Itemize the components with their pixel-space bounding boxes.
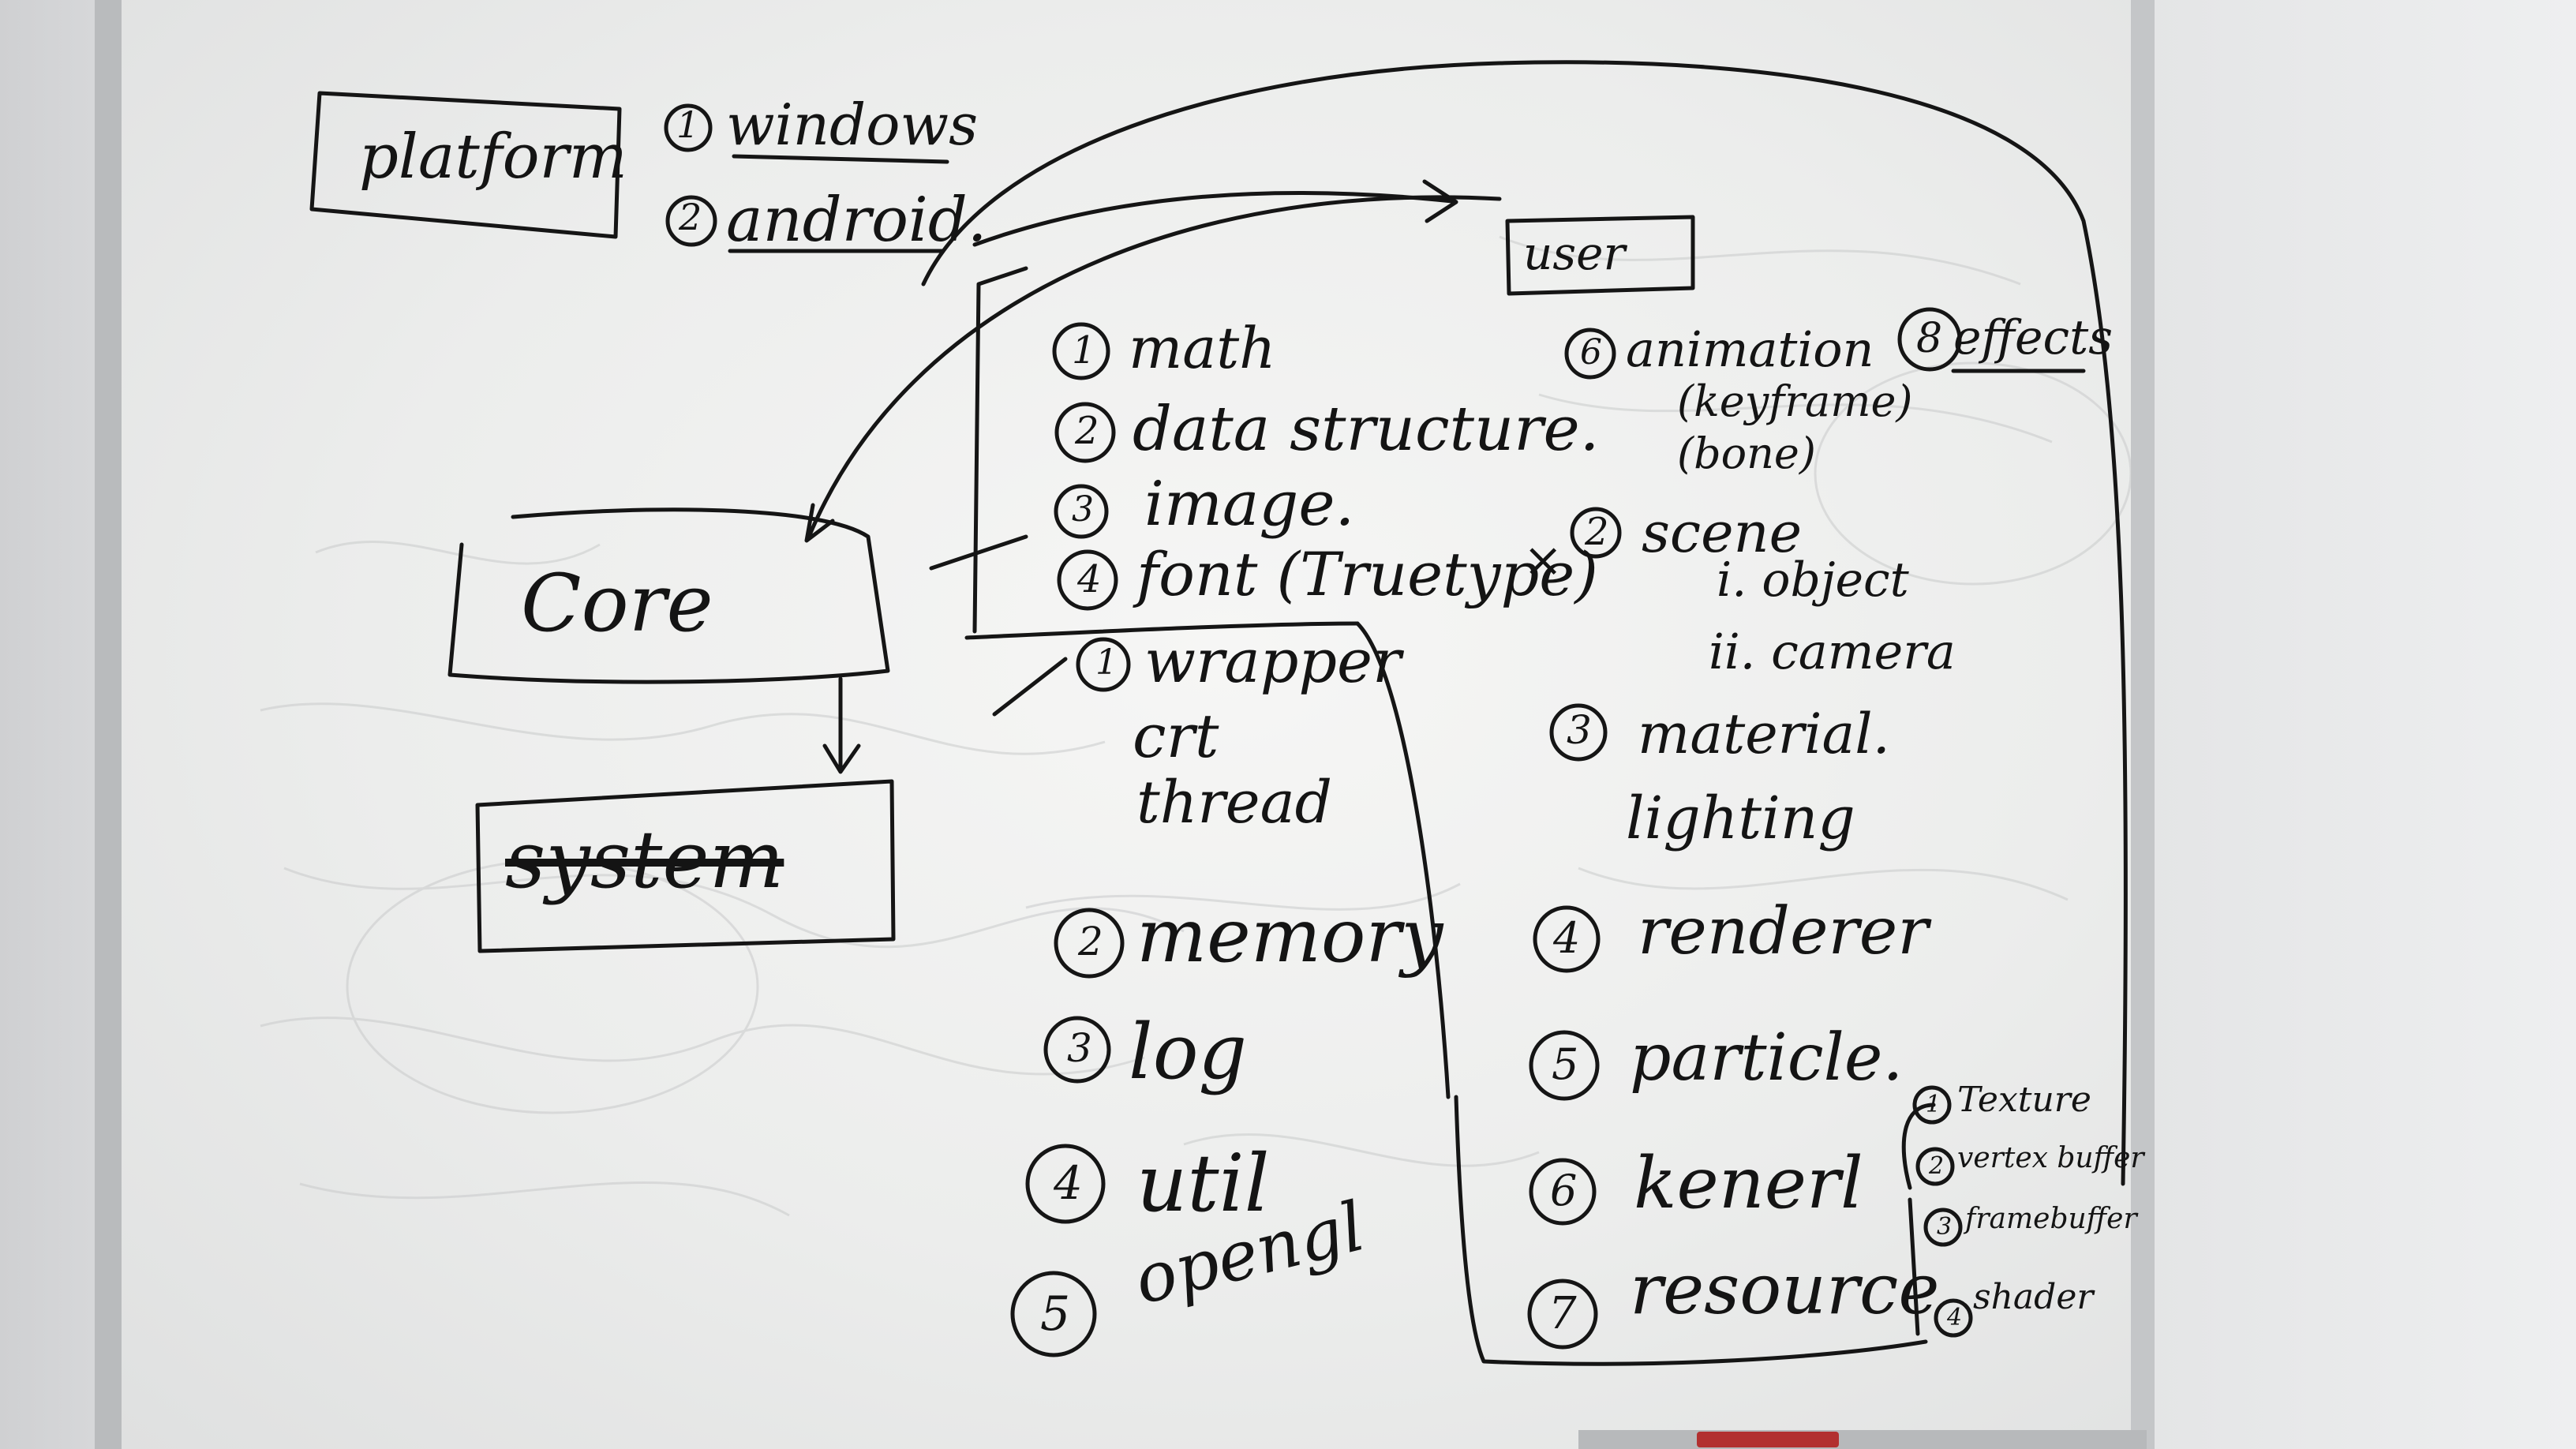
platform-item-2-label: android. [726,185,987,256]
user-item-animation-label: animation [1626,320,1874,378]
resource-sub-2-label: vertex buffer [1957,1142,2144,1174]
user-item-effects-num: 8 [1916,315,1943,362]
animation-sub-bone: (bone) [1677,429,1816,478]
resource-sub-1-label: Texture [1957,1080,2091,1120]
core-item-2-num: 2 [1075,409,1099,453]
platform-item-1-num: 1 [676,103,700,146]
system-item-1-num: 1 [1095,642,1118,683]
core-item-4-label: font (Truetype) [1136,539,1598,609]
platform-box [309,91,622,239]
core-to-system-arrow [822,676,861,774]
user-label: user [1523,227,1626,280]
core-item-3-num: 3 [1072,489,1094,530]
system-list-bracket [992,657,1068,717]
user-item-effects-label: effects [1953,310,2114,365]
user-item-7-num: 7 [1548,1288,1577,1339]
user-item-7-label: resource [1630,1249,1940,1330]
core-item-4-num: 4 [1077,557,1102,601]
resource-sub-2-num: 2 [1929,1152,1945,1180]
scene-sub-camera: ii. camera [1709,623,1956,680]
resource-sub-4-num: 4 [1947,1304,1963,1331]
user-item-scene-label: scene [1642,500,1803,565]
user-item-6-num: 6 [1550,1166,1578,1215]
core-item-1-label: math [1129,315,1276,381]
user-item-material-num: 3 [1567,707,1592,753]
system-item-2-label: memory [1136,893,1443,979]
core-item-1-num: 1 [1072,328,1096,373]
user-box [1505,215,1695,296]
wall-right [2147,0,2576,1449]
user-item-6-label: kenerl [1634,1142,1863,1225]
system-item-4-num: 4 [1054,1156,1083,1210]
user-region-frame [1454,1095,1928,1366]
user-item-scene-num: 2 [1585,510,1609,554]
core-item-3-label: image. [1144,469,1355,540]
red-marker [1697,1432,1839,1447]
system-sub-crt: crt [1133,701,1219,771]
platform-item-1-label: windows [726,92,979,158]
system-item-3-label: log [1129,1008,1247,1096]
user-item-5-label: particle. [1630,1020,1904,1095]
user-item-4-label: renderer [1638,894,1929,969]
arrow-to-user [972,179,1458,247]
animation-sub-keyframe: (keyframe) [1677,376,1913,426]
user-item-4-num: 4 [1553,913,1581,963]
user-item-material-label: material. [1638,702,1890,766]
resource-sub-1-num: 1 [1926,1091,1941,1118]
scene-sub-object: i. object [1717,552,1909,608]
material-sub-lighting: lighting [1626,784,1855,852]
system-item-1-label: wrapper [1144,626,1402,696]
system-item-2-num: 2 [1078,919,1103,964]
user-item-animation-num: 6 [1580,332,1602,373]
system-label: system [505,814,784,906]
core-box [447,507,890,684]
system-sub-thread: thread [1136,769,1333,837]
board-tray [1578,1430,2147,1449]
system-box [475,779,896,953]
user-item-5-num: 5 [1552,1039,1579,1089]
core-label: Core [521,557,713,650]
arrow-to-core [804,195,1502,543]
system-item-5-num: 5 [1040,1286,1071,1342]
system-item-4-label: util [1136,1137,1270,1230]
outer-loop [921,60,2128,1186]
whiteboard [95,0,2155,1449]
platform-title: platform [359,122,627,193]
resource-sub-4-label: shader [1973,1277,2094,1317]
cross-mark: × [1523,533,1563,588]
resource-sub-3-label: framebuffer [1965,1203,2137,1235]
platform-item-2-num: 2 [679,196,702,238]
core-list-bracket [972,266,1028,634]
resource-sub-3-num: 3 [1937,1213,1953,1241]
system-item-3-num: 3 [1067,1025,1092,1071]
core-item-2-label: data structure. [1133,394,1600,465]
